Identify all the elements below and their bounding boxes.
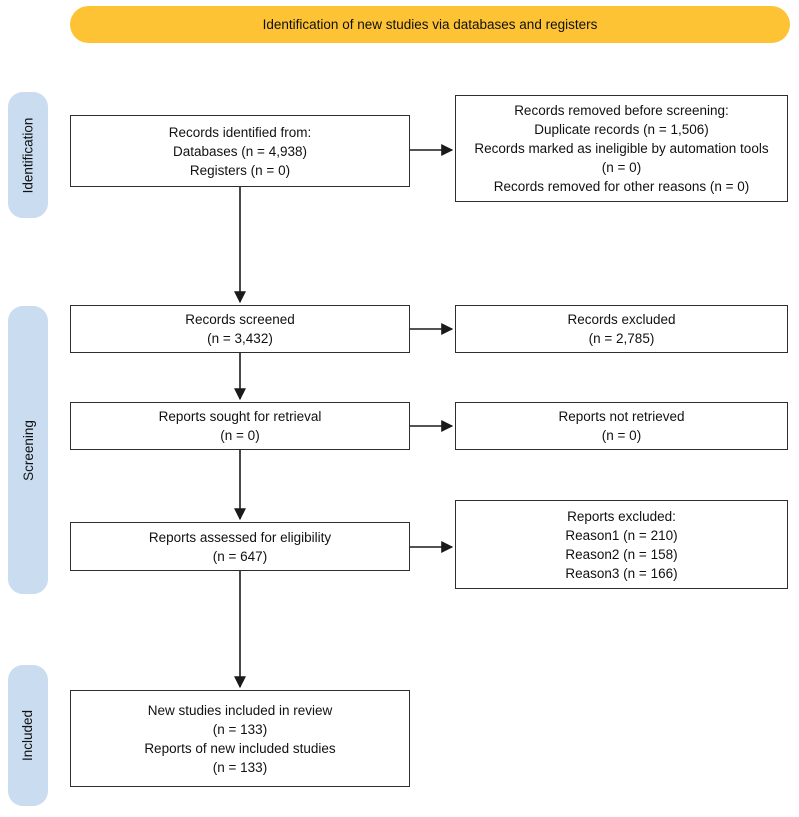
box-line: (n = 133) xyxy=(212,721,268,737)
box-records-screened: Records screened (n = 3,432) xyxy=(70,305,410,353)
stage-label-identification: Identification xyxy=(8,92,48,218)
box-line: (n = 0) xyxy=(601,428,642,443)
box-line: Records removed for other reasons (n = 0… xyxy=(493,179,750,194)
box-line: Records excluded xyxy=(567,312,676,327)
box-line: Records identified from: xyxy=(168,124,312,140)
stage-label-text: Identification xyxy=(20,117,36,193)
box-line: Duplicate records (n = 1,506) xyxy=(534,122,709,137)
box-line: Reports not retrieved xyxy=(558,409,685,424)
box-line: Reason1 (n = 210) xyxy=(565,527,678,543)
box-line: Reports of new included studies xyxy=(144,740,336,756)
box-records-identified: Records identified from: Databases (n = … xyxy=(70,115,410,187)
box-line: (n = 2,785) xyxy=(588,331,655,346)
stage-label-screening: Screening xyxy=(8,306,48,594)
banner: Identification of new studies via databa… xyxy=(70,6,790,43)
stage-label-included: Included xyxy=(8,665,48,806)
box-reports-not-retrieved: Reports not retrieved (n = 0) xyxy=(455,402,788,450)
box-line: Reports sought for retrieval xyxy=(158,409,322,424)
box-line: Records screened xyxy=(185,312,295,327)
stage-label-text: Screening xyxy=(20,419,36,481)
box-line: Reports assessed for eligibility xyxy=(148,529,332,545)
box-reports-sought: Reports sought for retrieval (n = 0) xyxy=(70,402,410,450)
box-line: Registers (n = 0) xyxy=(189,162,291,178)
box-reports-assessed: Reports assessed for eligibility (n = 64… xyxy=(70,522,410,571)
box-line: (n = 647) xyxy=(212,548,268,564)
box-line: (n = 3,432) xyxy=(207,331,273,346)
box-line: Reports excluded: xyxy=(567,508,676,524)
banner-label: Identification of new studies via databa… xyxy=(262,17,598,32)
box-line: New studies included in review xyxy=(147,702,333,718)
box-line: Records marked as ineligible by automati… xyxy=(474,141,769,175)
box-reports-excluded: Reports excluded: Reason1 (n = 210) Reas… xyxy=(455,500,788,589)
box-records-excluded: Records excluded (n = 2,785) xyxy=(455,305,788,353)
box-line: (n = 133) xyxy=(212,759,268,775)
stage-label-text: Included xyxy=(20,709,36,762)
box-records-removed: Records removed before screening: Duplic… xyxy=(455,95,788,202)
box-line: Records removed before screening: xyxy=(514,103,729,118)
box-line: Reason2 (n = 158) xyxy=(565,546,678,562)
box-line: (n = 0) xyxy=(220,428,260,443)
box-line: Reason3 (n = 166) xyxy=(565,565,678,581)
box-line: Databases (n = 4,938) xyxy=(173,143,307,159)
box-included-studies: New studies included in review (n = 133)… xyxy=(70,690,410,787)
